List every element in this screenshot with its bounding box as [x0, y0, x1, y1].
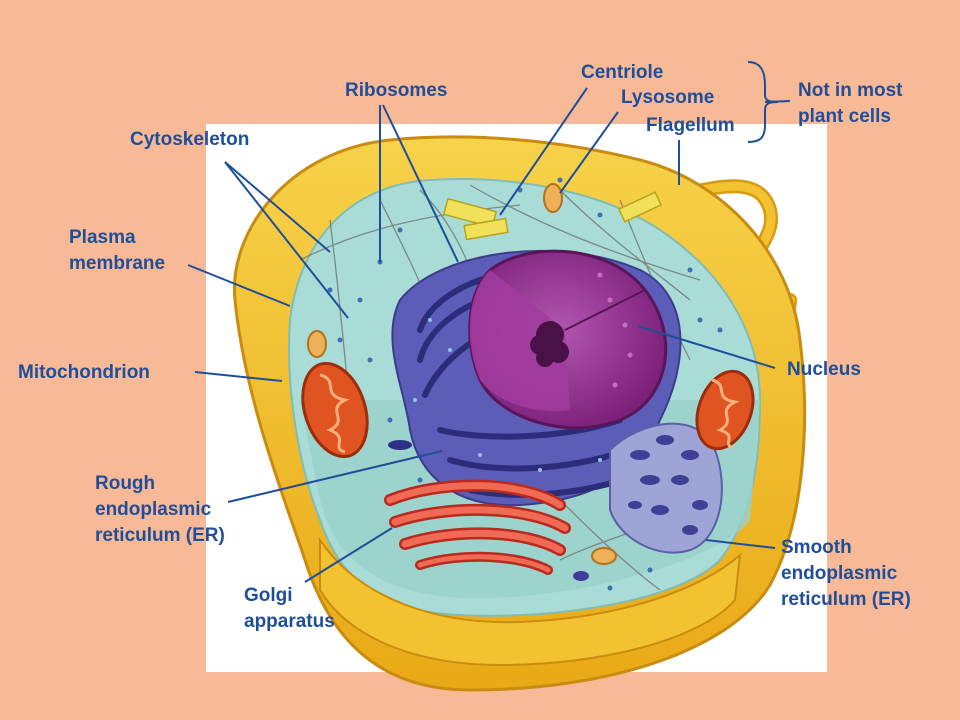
label-nucleus: Nucleus — [787, 359, 861, 380]
leader-smooth-er — [705, 539, 776, 549]
label-smooth-er: Smooth endoplasmic reticulum (ER) — [781, 537, 911, 610]
leader-cytoskeleton-1 — [224, 161, 331, 253]
leader-golgi — [304, 527, 393, 583]
label-lysosome: Lysosome — [621, 87, 715, 108]
leader-centriole — [499, 87, 588, 216]
lysosome-shape — [543, 183, 563, 213]
label-plasma-membrane: Plasma membrane — [69, 227, 166, 274]
leader-lines — [187, 61, 791, 583]
leader-rough-er — [227, 450, 443, 503]
label-ribosomes: Ribosomes — [345, 80, 448, 101]
mitochondrion-shape-right — [695, 369, 755, 451]
leader-cytoskeleton-2 — [224, 161, 349, 319]
centriole-shape — [442, 191, 663, 241]
smooth-er-shape — [609, 422, 723, 554]
golgi-shape — [384, 479, 571, 575]
label-flagellum: Flagellum — [646, 115, 735, 136]
leader-mitochondrion — [194, 371, 283, 382]
label-centriole: Centriole — [581, 62, 664, 83]
leader-plasma-membrane — [187, 264, 291, 307]
label-not-in-most-plant-cells: Not in most plant cells — [798, 80, 903, 127]
label-mitochondrion: Mitochondrion — [18, 362, 150, 383]
label-golgi-apparatus: Golgi apparatus — [244, 585, 335, 632]
nucleus-shape — [468, 249, 668, 430]
leader-lysosome — [559, 111, 619, 194]
mitochondrion-shape-left — [301, 361, 369, 459]
leader-ribosomes-2 — [382, 104, 459, 263]
label-cytoskeleton: Cytoskeleton — [130, 129, 250, 150]
leader-nucleus — [637, 325, 776, 369]
label-rough-er: Rough endoplasmic reticulum (ER) — [95, 473, 225, 546]
